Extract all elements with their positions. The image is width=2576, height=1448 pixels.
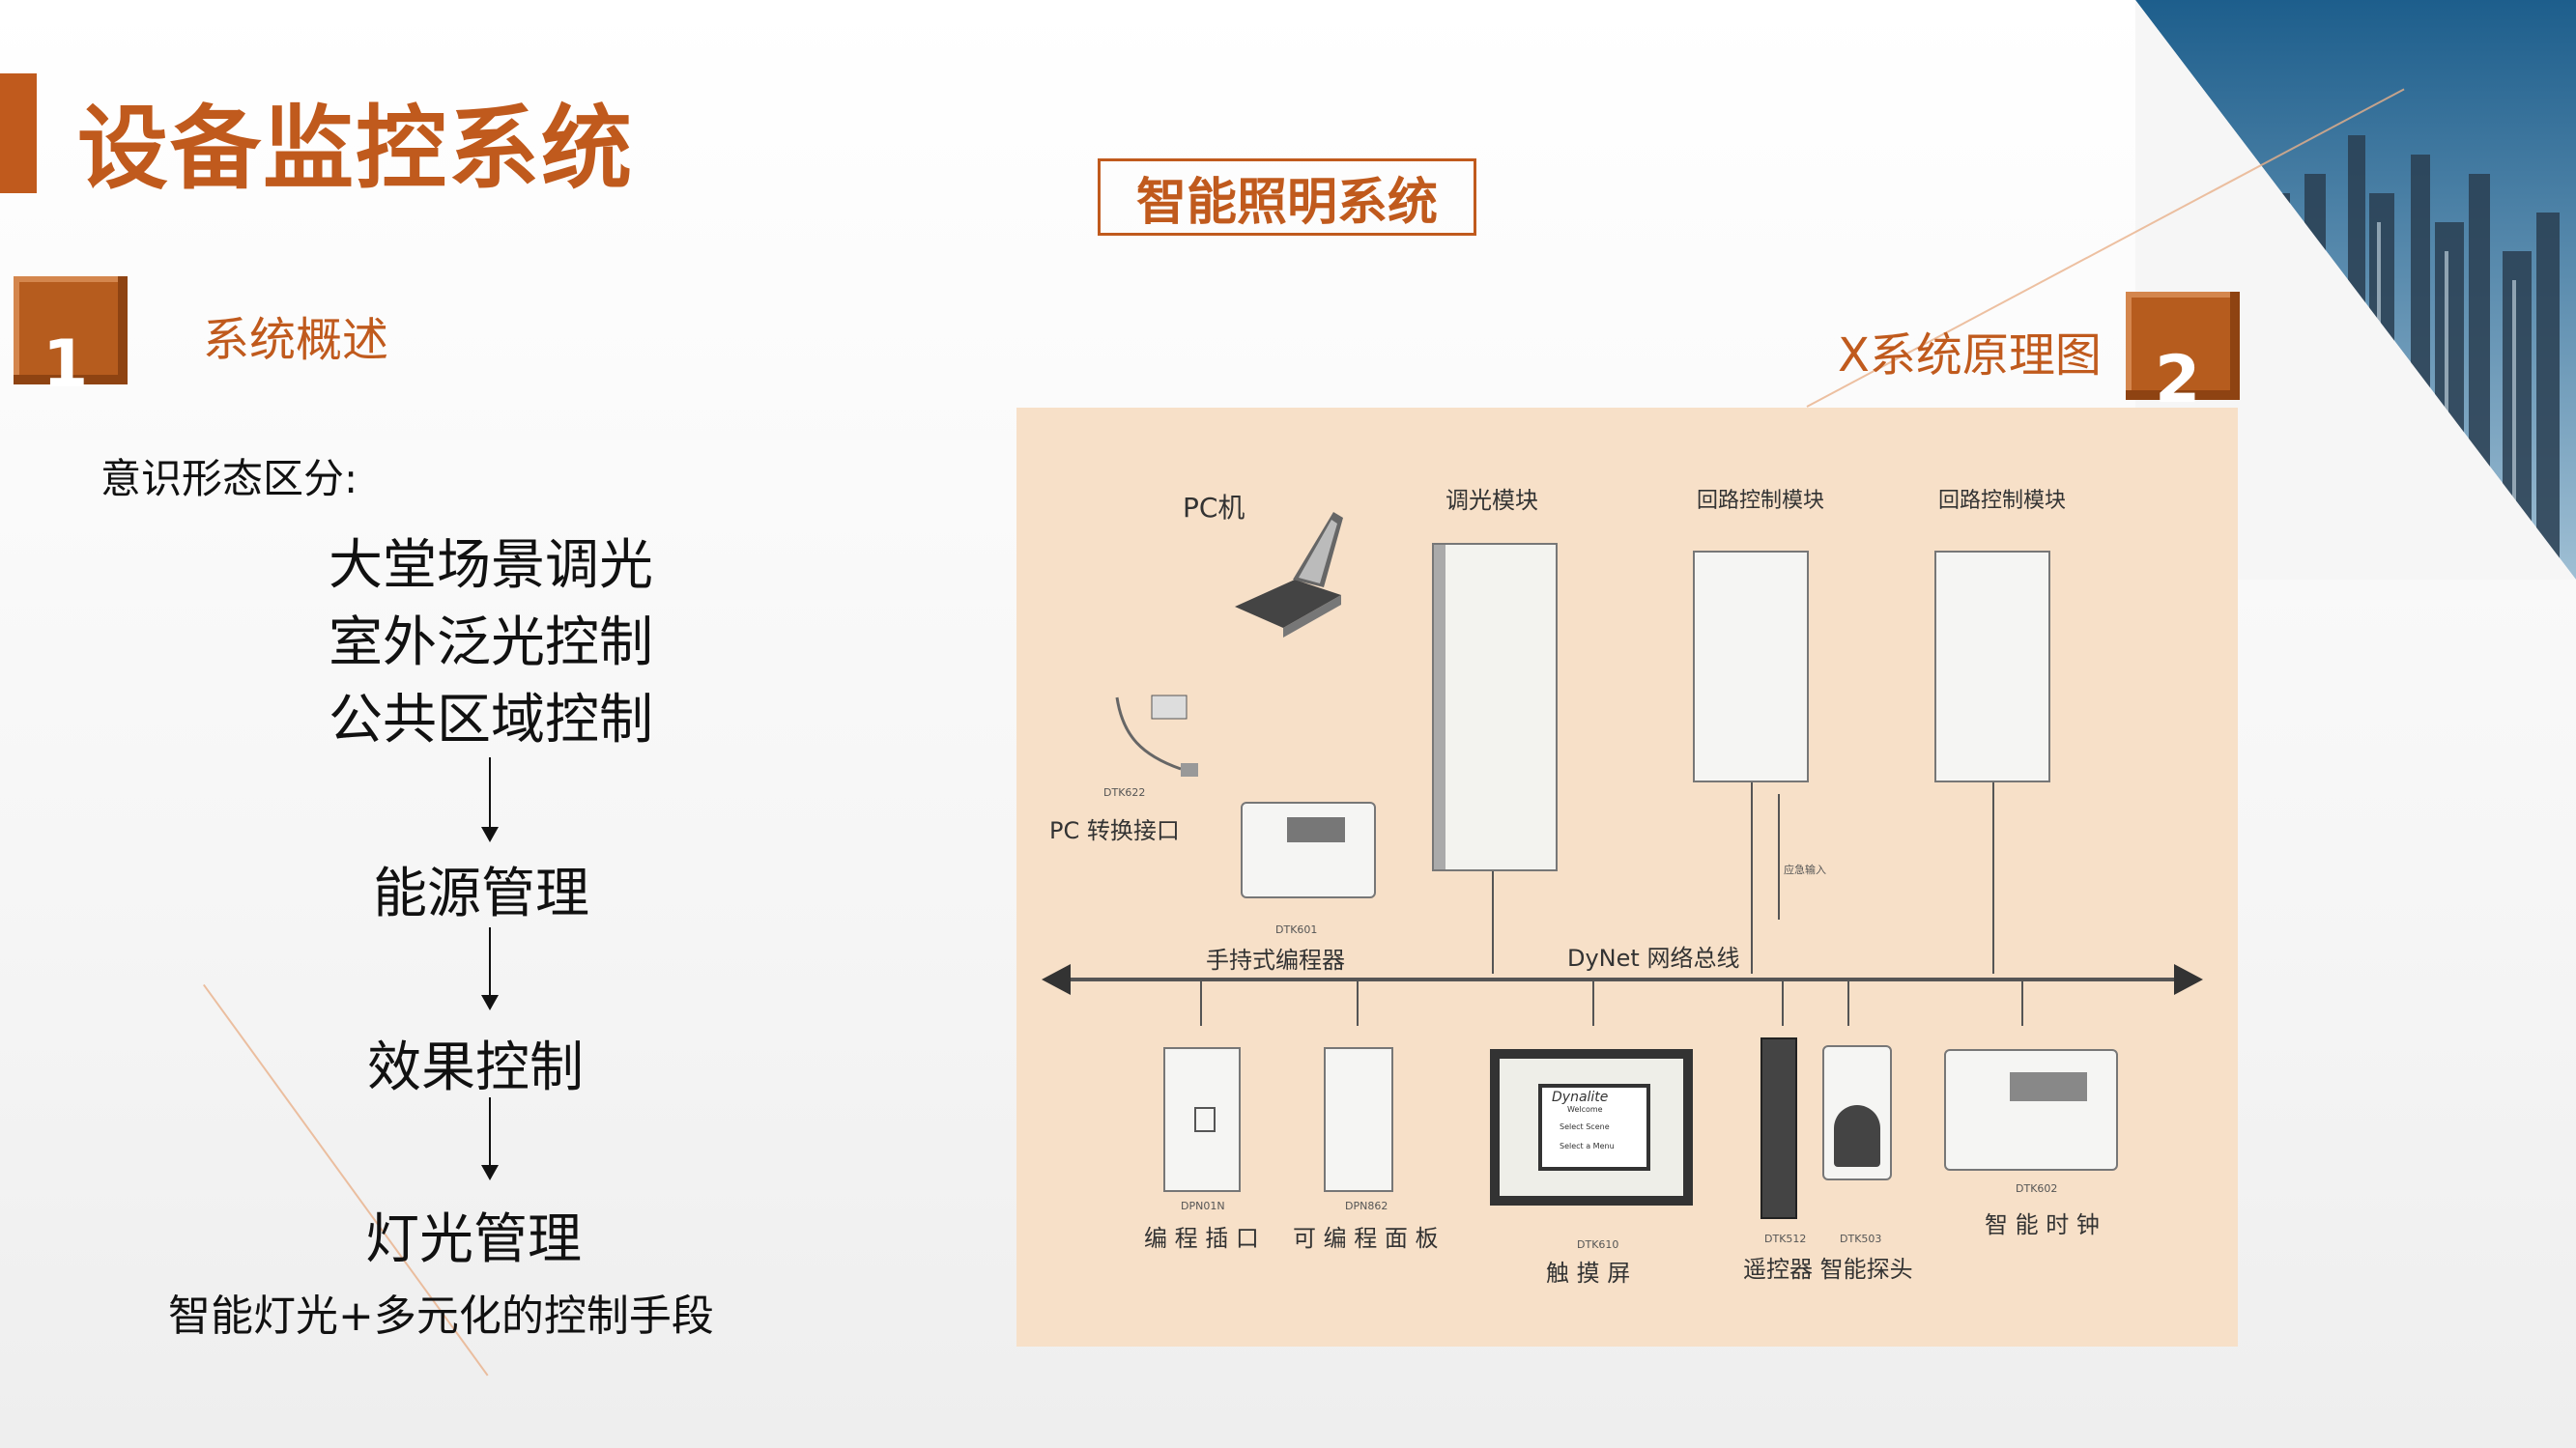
bus-label: DyNet 网络总线: [1567, 945, 1740, 972]
model-label: DTK601: [1275, 923, 1318, 936]
scene-item: 大堂场景调光: [329, 534, 653, 597]
connector-line: [1782, 981, 1784, 1026]
model-label: DTK512: [1764, 1233, 1807, 1245]
smart-clock-label: 智 能 时 钟: [1985, 1211, 2100, 1238]
pc-computer-icon: [1235, 512, 1343, 638]
relay-label: 回路控制模块: [1697, 489, 1825, 513]
effect-control: 效果控制: [367, 1036, 584, 1099]
down-arrow-icon: [481, 1097, 499, 1180]
down-arrow-icon: [481, 757, 499, 842]
dimmer-label: 调光模块: [1445, 487, 1538, 514]
screen-brand: Dynalite: [1552, 1090, 1609, 1105]
model-label: DPN862: [1345, 1200, 1388, 1212]
connector-line: [1992, 782, 1994, 974]
screen-select-menu: Select a Menu: [1560, 1142, 1615, 1150]
connector-line: [1492, 871, 1494, 974]
relay-control-module: [1693, 551, 1809, 782]
section-number: 2: [2155, 342, 2201, 418]
center-tag: 智能照明系统: [1098, 158, 1476, 236]
section-badge-2: 2: [2126, 292, 2240, 413]
smart-clock-icon: [1944, 1049, 2118, 1171]
connector-line: [1357, 981, 1359, 1026]
panel-label: 可 编 程 面 板: [1293, 1225, 1439, 1252]
handheld-programmer-icon: [1241, 802, 1376, 898]
socket-label: 编 程 插 口: [1144, 1225, 1259, 1252]
model-label: DTK503: [1840, 1233, 1882, 1245]
bus-arrow-left-icon: [1042, 964, 1071, 995]
screen-select-scene: Select Scene: [1560, 1122, 1610, 1131]
section-badge-1: 1: [14, 276, 128, 398]
pc-interface-icon: [1115, 695, 1198, 777]
system-diagram: PC机 调光模块 回路控制模块 回路控制模块 DTK622 PC 转换接口 DT…: [1016, 408, 2238, 1347]
screen-welcome: Welcome: [1567, 1105, 1603, 1114]
model-label: DTK622: [1103, 786, 1146, 799]
touch-screen-label: 触 摸 屏: [1546, 1260, 1631, 1287]
model-label: DTK610: [1577, 1238, 1619, 1251]
summary-text: 智能灯光+多元化的控制手段: [168, 1292, 714, 1341]
program-socket-icon: [1163, 1047, 1241, 1192]
down-arrow-icon: [481, 927, 499, 1010]
programmer-label: 手持式编程器: [1206, 947, 1345, 974]
connector-line: [1778, 794, 1780, 920]
section-number: 1: [43, 327, 89, 403]
model-label: DTK602: [2016, 1182, 2058, 1195]
remote-control-icon: [1760, 1037, 1797, 1219]
scene-item: 室外泛光控制: [329, 611, 653, 674]
ideology-label: 意识形态区分:: [100, 455, 358, 502]
dynet-bus-line: [1055, 978, 2186, 981]
title-accent-bar: [0, 73, 37, 193]
relay-label: 回路控制模块: [1938, 489, 2067, 513]
relay-control-module: [1934, 551, 2050, 782]
touch-screen-icon: Dynalite Welcome Select Scene Select a M…: [1490, 1049, 1693, 1206]
remote-sensor-label: 遥控器 智能探头: [1743, 1256, 1913, 1283]
connector-line: [1200, 981, 1202, 1026]
page-title: 设备监控系统: [77, 97, 635, 202]
lighting-management: 灯光管理: [365, 1208, 582, 1271]
scene-item: 公共区域控制: [329, 689, 653, 752]
model-label: DPN01N: [1181, 1200, 1225, 1212]
connector-line: [2021, 981, 2023, 1026]
dimmer-module: [1432, 543, 1558, 871]
connector-line: [1751, 782, 1753, 974]
energy-management: 能源管理: [373, 863, 589, 925]
bus-arrow-right-icon: [2174, 964, 2203, 995]
connector-line: [1592, 981, 1594, 1026]
pc-label: PC机: [1183, 492, 1245, 524]
section-heading: 系统概述: [203, 313, 389, 367]
programmable-panel-icon: [1324, 1047, 1393, 1192]
pc-interface-label: PC 转换接口: [1049, 817, 1180, 844]
city-skyline-image: [2135, 0, 2576, 580]
emergency-label: 应急输入: [1784, 864, 1826, 876]
smart-sensor-icon: [1822, 1045, 1892, 1180]
connector-line: [1847, 981, 1849, 1026]
section-heading: X系统原理图: [1838, 328, 2102, 383]
